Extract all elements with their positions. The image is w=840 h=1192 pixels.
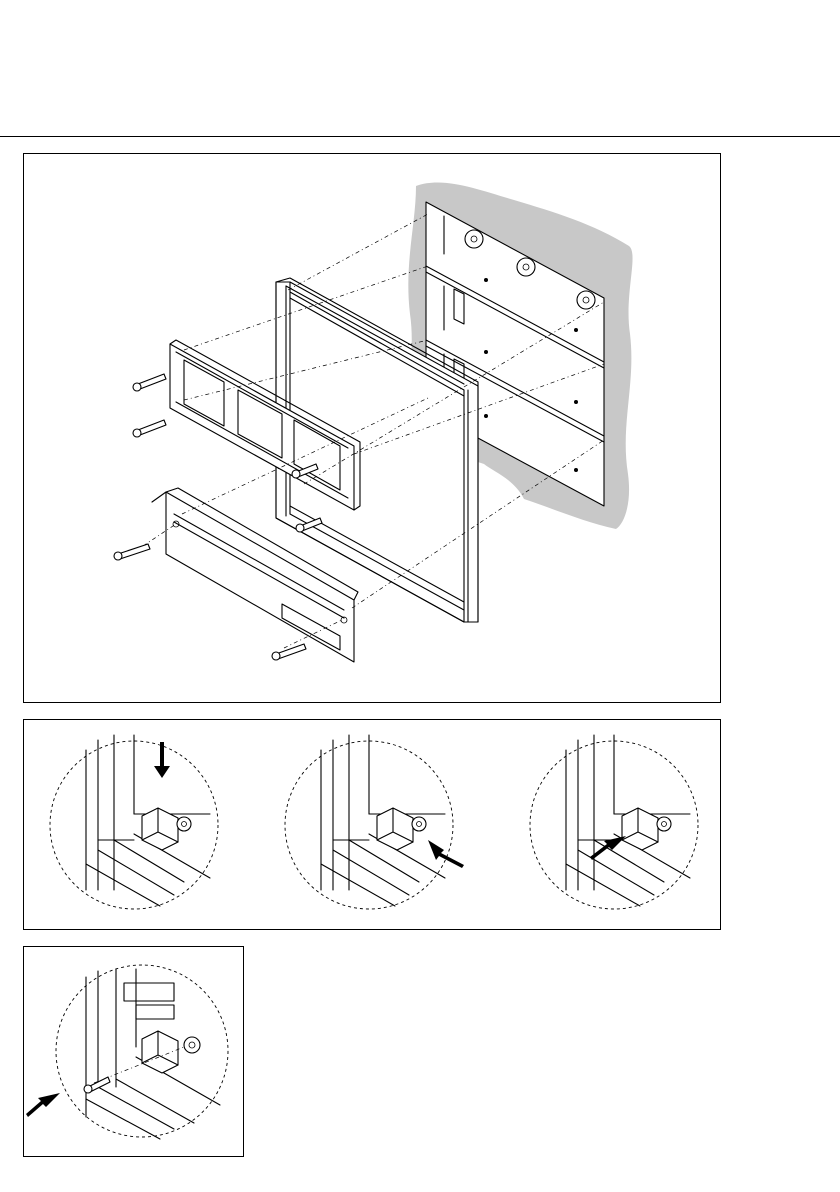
detail-step-1 (50, 735, 218, 909)
detail-step-3 (530, 735, 698, 909)
detail-step-2 (285, 735, 464, 909)
final-detail-panel (23, 946, 244, 1157)
final-detail-circle (56, 965, 228, 1139)
detail-steps-panel (23, 719, 721, 930)
exploded-assembly-panel (23, 153, 721, 703)
header-rule (0, 136, 840, 137)
wing-nut-1 (465, 230, 483, 248)
wing-nut-2 (517, 258, 535, 276)
final-detail-drawing (24, 947, 245, 1158)
screw-5 (114, 544, 150, 560)
exploded-assembly-drawing (24, 154, 722, 704)
screw-1 (133, 374, 166, 391)
arrow-up-right-icon (26, 1093, 60, 1117)
detail-steps-drawing (24, 720, 722, 931)
screw-6 (272, 644, 306, 660)
wing-nut-3 (577, 291, 595, 309)
screw-2 (133, 420, 166, 437)
